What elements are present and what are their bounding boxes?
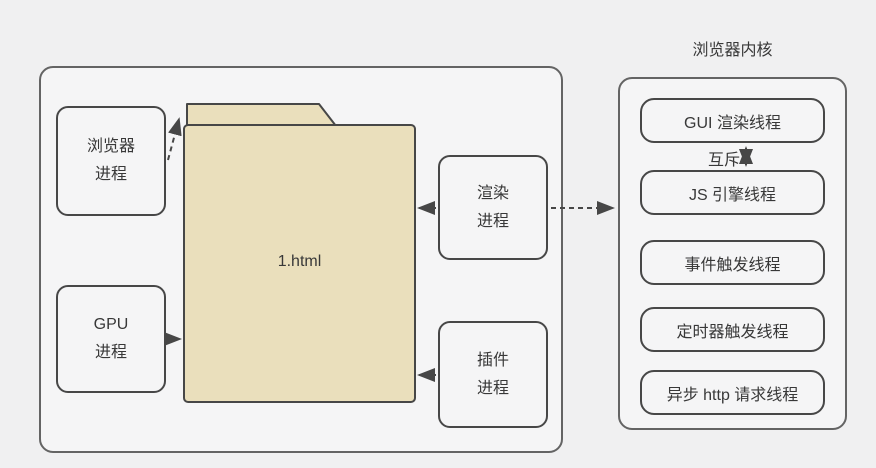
file-label: 1.html <box>277 253 322 270</box>
thread-box-gui-render: GUI 渲染线程 <box>640 98 825 143</box>
gpu-process-label-line2: 进程 <box>94 344 127 361</box>
kernel-title: 浏览器内核 <box>692 42 773 59</box>
plugin-process-label-line2: 进程 <box>476 379 509 397</box>
thread-box-timer-trigger: 定时器触发线程 <box>640 307 825 352</box>
thread-label: JS 引擎线程 <box>688 186 777 204</box>
thread-box-js-engine: JS 引擎线程 <box>640 170 825 215</box>
thread-label: GUI 渲染线程 <box>684 114 781 132</box>
plugin-process-label-line1: 插件 <box>476 351 509 369</box>
browser-process-label-line1: 浏览器 <box>86 138 135 155</box>
render-process-label-line1: 渲染 <box>476 184 509 202</box>
thread-label: 事件触发线程 <box>684 256 781 274</box>
browser-process-label-line2: 进程 <box>94 166 127 183</box>
browser-process-box: 浏览器 进程 <box>56 106 166 216</box>
thread-label: 异步 http 请求线程 <box>666 386 799 404</box>
mutex-label: 互斥 <box>707 152 740 169</box>
gpu-process-box: GPU 进程 <box>56 285 166 393</box>
thread-label: 定时器触发线程 <box>676 323 789 341</box>
render-process-label-line2: 进程 <box>476 212 509 230</box>
thread-box-async-http: 异步 http 请求线程 <box>640 370 825 415</box>
thread-box-event-trigger: 事件触发线程 <box>640 240 825 285</box>
plugin-process-box: 插件 进程 <box>438 321 548 428</box>
gpu-process-label-line1: GPU <box>93 316 129 333</box>
render-process-box: 渲染 进程 <box>438 155 548 260</box>
